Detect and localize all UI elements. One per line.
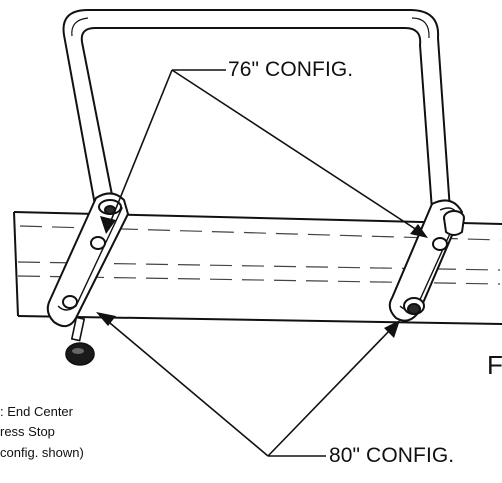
right-upper-hole: [432, 237, 448, 251]
stop-pin: [65, 316, 95, 366]
u-frame: [62, 9, 451, 211]
arrow-76-left: [100, 216, 116, 234]
caption-line-3: config. shown): [0, 445, 84, 460]
right-bracket-plate: [388, 199, 464, 322]
rail-bottom-edge: [17, 315, 502, 325]
caption-line-2: ress Stop: [0, 424, 55, 439]
edge-letter: F: [487, 350, 502, 380]
u-frame-inner: [80, 27, 433, 211]
leader-80-right: [267, 327, 393, 457]
caption-line-1: : End Center: [0, 404, 73, 419]
label-80-config: 80" CONFIG.: [329, 444, 455, 467]
right-bracket: [388, 199, 465, 322]
label-76-config: 76" CONFIG.: [228, 58, 354, 81]
arrow-80-right: [384, 320, 400, 338]
leader-80-left: [103, 317, 269, 457]
leader-76-left: [107, 69, 173, 229]
stop-pin-head: [65, 342, 95, 366]
left-upper-hole: [90, 236, 106, 250]
arrow-80-left: [96, 312, 116, 326]
leader-lines: [103, 69, 421, 457]
u-frame-outer: [62, 9, 451, 211]
arrow-76-right: [410, 224, 428, 238]
stop-pin-shaft: [70, 316, 86, 342]
left-lower-hole: [62, 295, 78, 309]
arrowheads: [96, 216, 428, 338]
leader-76-right: [171, 69, 421, 233]
rail-left-end: [13, 211, 19, 317]
